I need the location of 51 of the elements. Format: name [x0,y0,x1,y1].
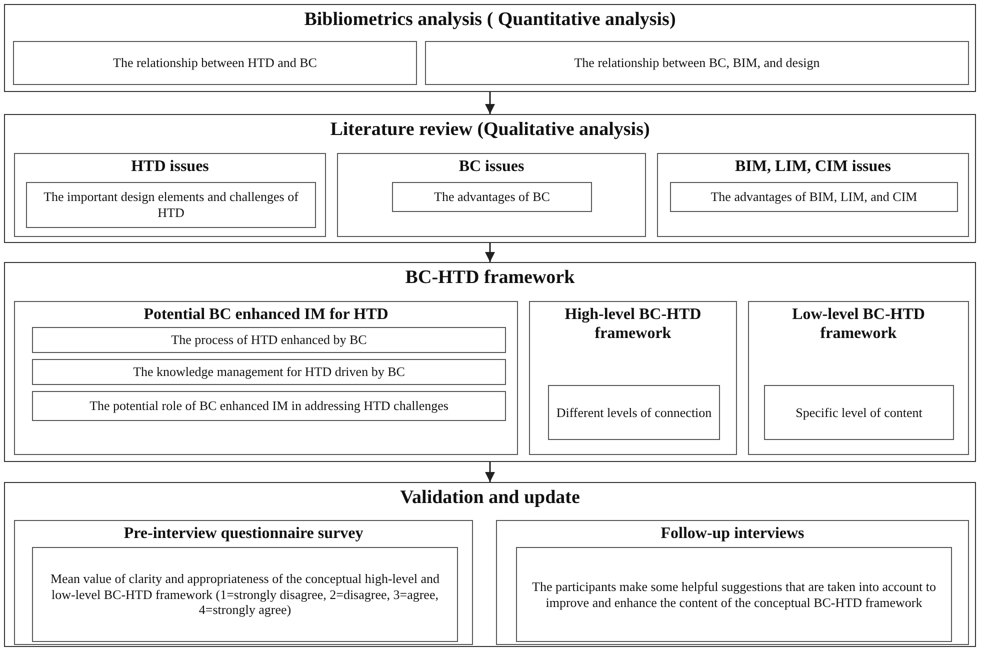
box-text: The knowledge management for HTD driven by BC [133,364,405,380]
section-box [657,153,969,237]
section-heading: Pre-interview questionnaire survey [124,524,364,544]
box-text: Specific level of content [796,404,922,420]
text-box [26,182,316,228]
section-box [529,301,737,455]
box-text: The advantages of BC [434,189,550,205]
text-box [516,547,952,642]
section-heading: Literature review (Qualitative analysis) [330,119,650,142]
section-heading: Bibliometrics analysis ( Quantitative analysis) [304,9,676,32]
section-heading: Follow-up interviews [660,524,804,544]
box-text: Mean value of clarity and appropriateness of the conceptual high-level and low-level BC-HTD framework (1=strongly disagree, 2=disagree, 3=agree, 4=strongly agree) [49,571,441,618]
box-text: The relationship between BC, BIM, and design [574,55,820,71]
arrow [485,243,495,262]
text-box [548,385,720,440]
text-box [425,41,969,85]
section-box [14,520,473,645]
section-box [4,114,976,243]
box-text: The process of HTD enhanced by BC [171,332,367,348]
section-box [14,153,326,237]
section-box [748,301,969,455]
text-box [32,359,506,385]
text-box [32,327,506,353]
section-heading: HTD issues [131,157,209,176]
arrow [485,462,495,482]
section-box [4,482,976,647]
box-text: Different levels of connection [556,404,712,420]
text-box [32,391,506,421]
text-box [13,41,417,85]
section-box [4,262,976,462]
section-box [496,520,969,645]
section-heading: BC-HTD framework [405,267,575,290]
box-text: The important design elements and challenges of HTD [42,189,300,221]
section-heading: BC issues [458,157,524,176]
box-text: The potential role of BC enhanced IM in addressing HTD challenges [90,398,448,414]
section-heading: High-level BC-HTD framework [564,305,702,344]
section-box [4,4,976,92]
section-heading: Low-level BC-HTD framework [791,305,926,344]
arrow [485,92,495,114]
text-box [32,547,458,642]
text-box [764,385,954,440]
section-heading: BIM, LIM, CIM issues [734,157,891,176]
section-heading: Validation and update [400,487,580,510]
section-box [14,301,518,455]
text-box [392,182,592,212]
section-box [337,153,646,237]
text-box [670,182,958,212]
box-text: The participants make some helpful suggestions that are taken into account to improve and enhance the content of the conceptual BC-HTD framework [531,578,937,610]
box-text: The relationship between HTD and BC [113,55,317,71]
box-text: The advantages of BIM, LIM, and CIM [710,189,918,205]
section-heading: Potential BC enhanced IM for HTD [144,305,388,324]
